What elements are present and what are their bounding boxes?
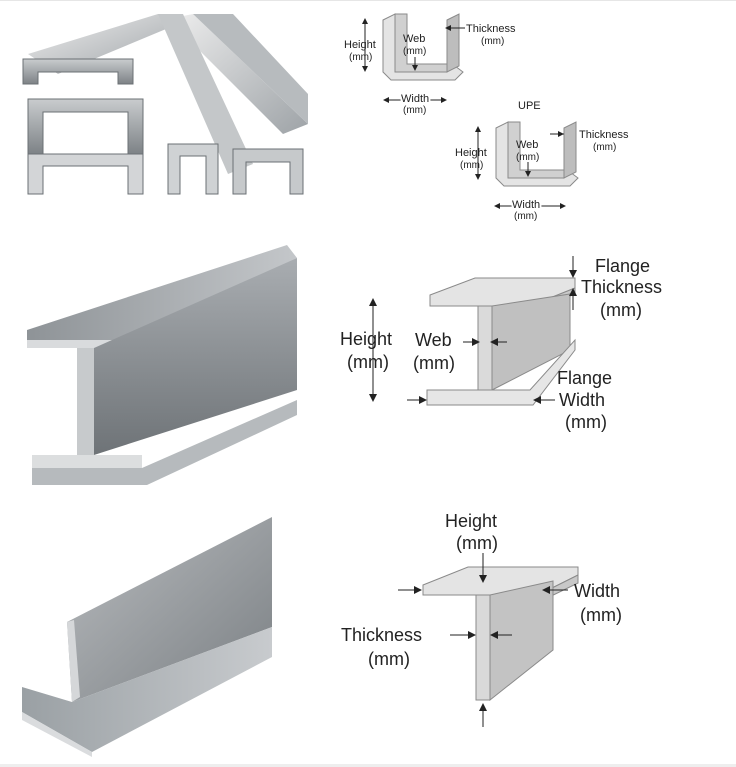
channel-width-unit: (mm) (403, 105, 426, 116)
upe-title: UPE (518, 100, 541, 112)
upe-diagram: UPE Height (mm) Web (mm) Thickness (mm) … (455, 100, 629, 222)
h-beam-photo (27, 245, 297, 485)
upe-web-label: Web (516, 139, 538, 151)
tee-width-label: Width (574, 581, 620, 601)
channel-steel-photo (22, 14, 308, 195)
hbeam-flange-thickness-label-1: Flange (595, 256, 650, 276)
tee-height-unit: (mm) (456, 533, 498, 553)
tee-width-unit: (mm) (580, 605, 622, 625)
t-beam-diagram: Height (mm) Width (mm) Thickness (mm) (341, 511, 622, 727)
upe-web-unit: (mm) (516, 152, 539, 163)
channel-web-label: Web (403, 33, 425, 45)
tee-height-label: Height (445, 511, 497, 531)
hbeam-flange-width-unit: (mm) (565, 412, 607, 432)
t-beam-photo (22, 517, 272, 757)
tee-thickness-unit: (mm) (368, 649, 410, 669)
hbeam-height-unit: (mm) (347, 352, 389, 372)
channel-diagram: Height (mm) Web (mm) Thickness (mm) Widt… (344, 13, 516, 116)
hbeam-flange-width-label-1: Flange (557, 368, 612, 388)
upe-height-unit: (mm) (460, 160, 483, 171)
channel-width-label: Width (401, 93, 429, 105)
hbeam-flange-width-label-2: Width (559, 390, 605, 410)
channel-height-label: Height (344, 39, 376, 51)
channel-height-unit: (mm) (349, 52, 372, 63)
h-beam-diagram: Height (mm) Web (mm) Flange Thickness (m… (340, 256, 662, 432)
hbeam-flange-thickness-label-2: Thickness (581, 277, 662, 297)
upe-width-label: Width (512, 199, 540, 211)
hbeam-web-unit: (mm) (413, 353, 455, 373)
hbeam-flange-thickness-unit: (mm) (600, 300, 642, 320)
upe-thickness-label: Thickness (579, 129, 629, 141)
upe-height-label: Height (455, 147, 487, 159)
channel-web-unit: (mm) (403, 46, 426, 57)
channel-thickness-label: Thickness (466, 23, 516, 35)
hbeam-web-label: Web (415, 330, 452, 350)
upe-width-unit: (mm) (514, 211, 537, 222)
upe-thickness-unit: (mm) (593, 142, 616, 153)
channel-thickness-unit: (mm) (481, 36, 504, 47)
tee-thickness-label: Thickness (341, 625, 422, 645)
bottom-divider (0, 764, 736, 767)
top-divider (0, 0, 736, 1)
hbeam-height-label: Height (340, 329, 392, 349)
